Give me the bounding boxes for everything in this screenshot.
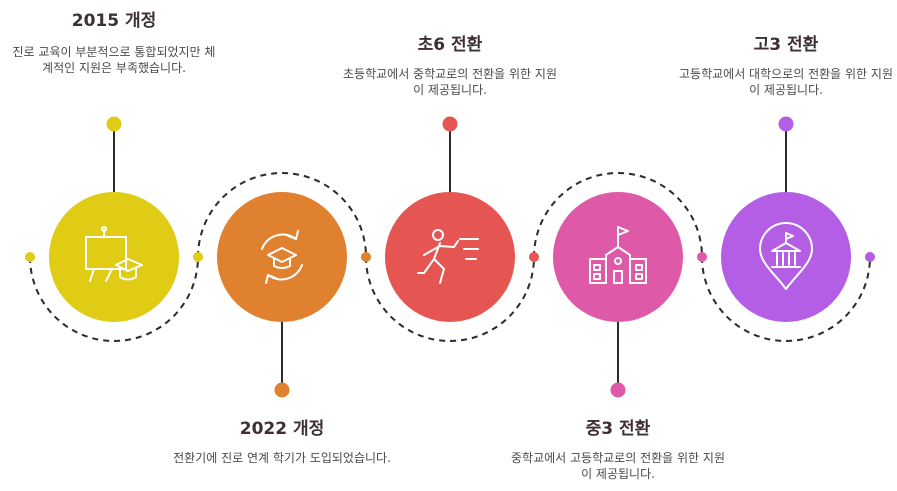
junction-dot-6	[865, 252, 875, 262]
connector-arc-2	[197, 172, 367, 258]
step-1-description: 진로 교육이 부분적으로 통합되었지만 체계적인 지원은 부족했습니다.	[12, 45, 216, 75]
step-2-description: 전환기에 진로 연계 학기가 도입되었습니다.	[173, 451, 391, 465]
presentation-board-icon	[85, 226, 143, 282]
running-person-icon	[417, 229, 479, 284]
junction-dot-4	[529, 252, 539, 262]
stem-dot-4	[610, 382, 626, 398]
junction-dot-1	[25, 252, 35, 262]
step-circles	[49, 192, 851, 322]
connector-arc-1	[29, 256, 199, 342]
step-5-title: 고3 전환	[753, 35, 819, 55]
stem-dot-1	[106, 116, 122, 132]
university-pin-icon	[759, 222, 813, 290]
step-circle-3	[385, 192, 515, 322]
stem-dot-3	[442, 116, 458, 132]
school-building-icon	[589, 226, 647, 284]
connector-arc-3	[365, 256, 535, 342]
step-5-description: 고등학교에서 대학으로의 전환을 위한 지원이 제공됩니다.	[679, 67, 893, 97]
step-circle-5	[721, 192, 851, 322]
step-2-title: 2022 개정	[239, 419, 325, 439]
step-circle-1	[49, 192, 179, 322]
step-4-description: 중학교에서 고등학교로의 전환을 위한 지원이 제공됩니다.	[511, 451, 725, 481]
step-circle-2	[217, 192, 347, 322]
connector-arc-4	[533, 172, 703, 258]
connector-dots	[25, 116, 875, 398]
junction-dot-3	[361, 252, 371, 262]
junction-dot-2	[193, 252, 203, 262]
dashed-connector-arcs	[29, 172, 871, 342]
step-4-title: 중3 전환	[585, 419, 651, 439]
step-1-title: 2015 개정	[71, 11, 157, 31]
step-3-title: 초6 전환	[417, 35, 483, 55]
step-3-description: 초등학교에서 중학교로의 전환을 위한 지원이 제공됩니다.	[343, 67, 557, 97]
stem-lines	[113, 124, 787, 390]
stem-dot-5	[778, 116, 794, 132]
step-icons	[85, 222, 813, 290]
connector-arc-5	[701, 256, 871, 342]
stem-dot-2	[274, 382, 290, 398]
junction-dot-5	[697, 252, 707, 262]
graduation-cycle-icon	[261, 230, 303, 284]
